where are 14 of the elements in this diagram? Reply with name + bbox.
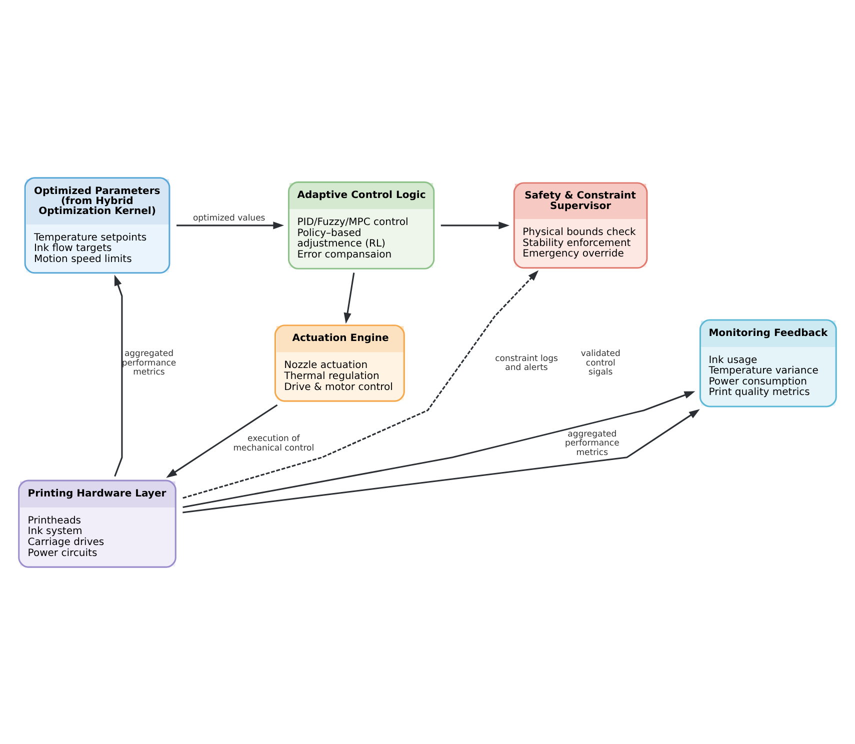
arrow [182, 270, 539, 498]
arrow [344, 272, 355, 324]
edge-label: aggregated performance metrics [564, 428, 620, 458]
arrow [182, 390, 696, 508]
arrow [166, 404, 278, 478]
arrow [176, 221, 284, 229]
arrow [114, 274, 123, 476]
edge-label: aggregated performance metrics [122, 348, 176, 378]
arrow [440, 221, 510, 229]
edge-label: constraint logs and alerts [495, 353, 558, 373]
edge-label: execution of mechanical control [233, 434, 314, 453]
arrow [182, 408, 700, 513]
label: validated control sigals [580, 348, 620, 378]
edge-label: optimized values [192, 213, 266, 224]
